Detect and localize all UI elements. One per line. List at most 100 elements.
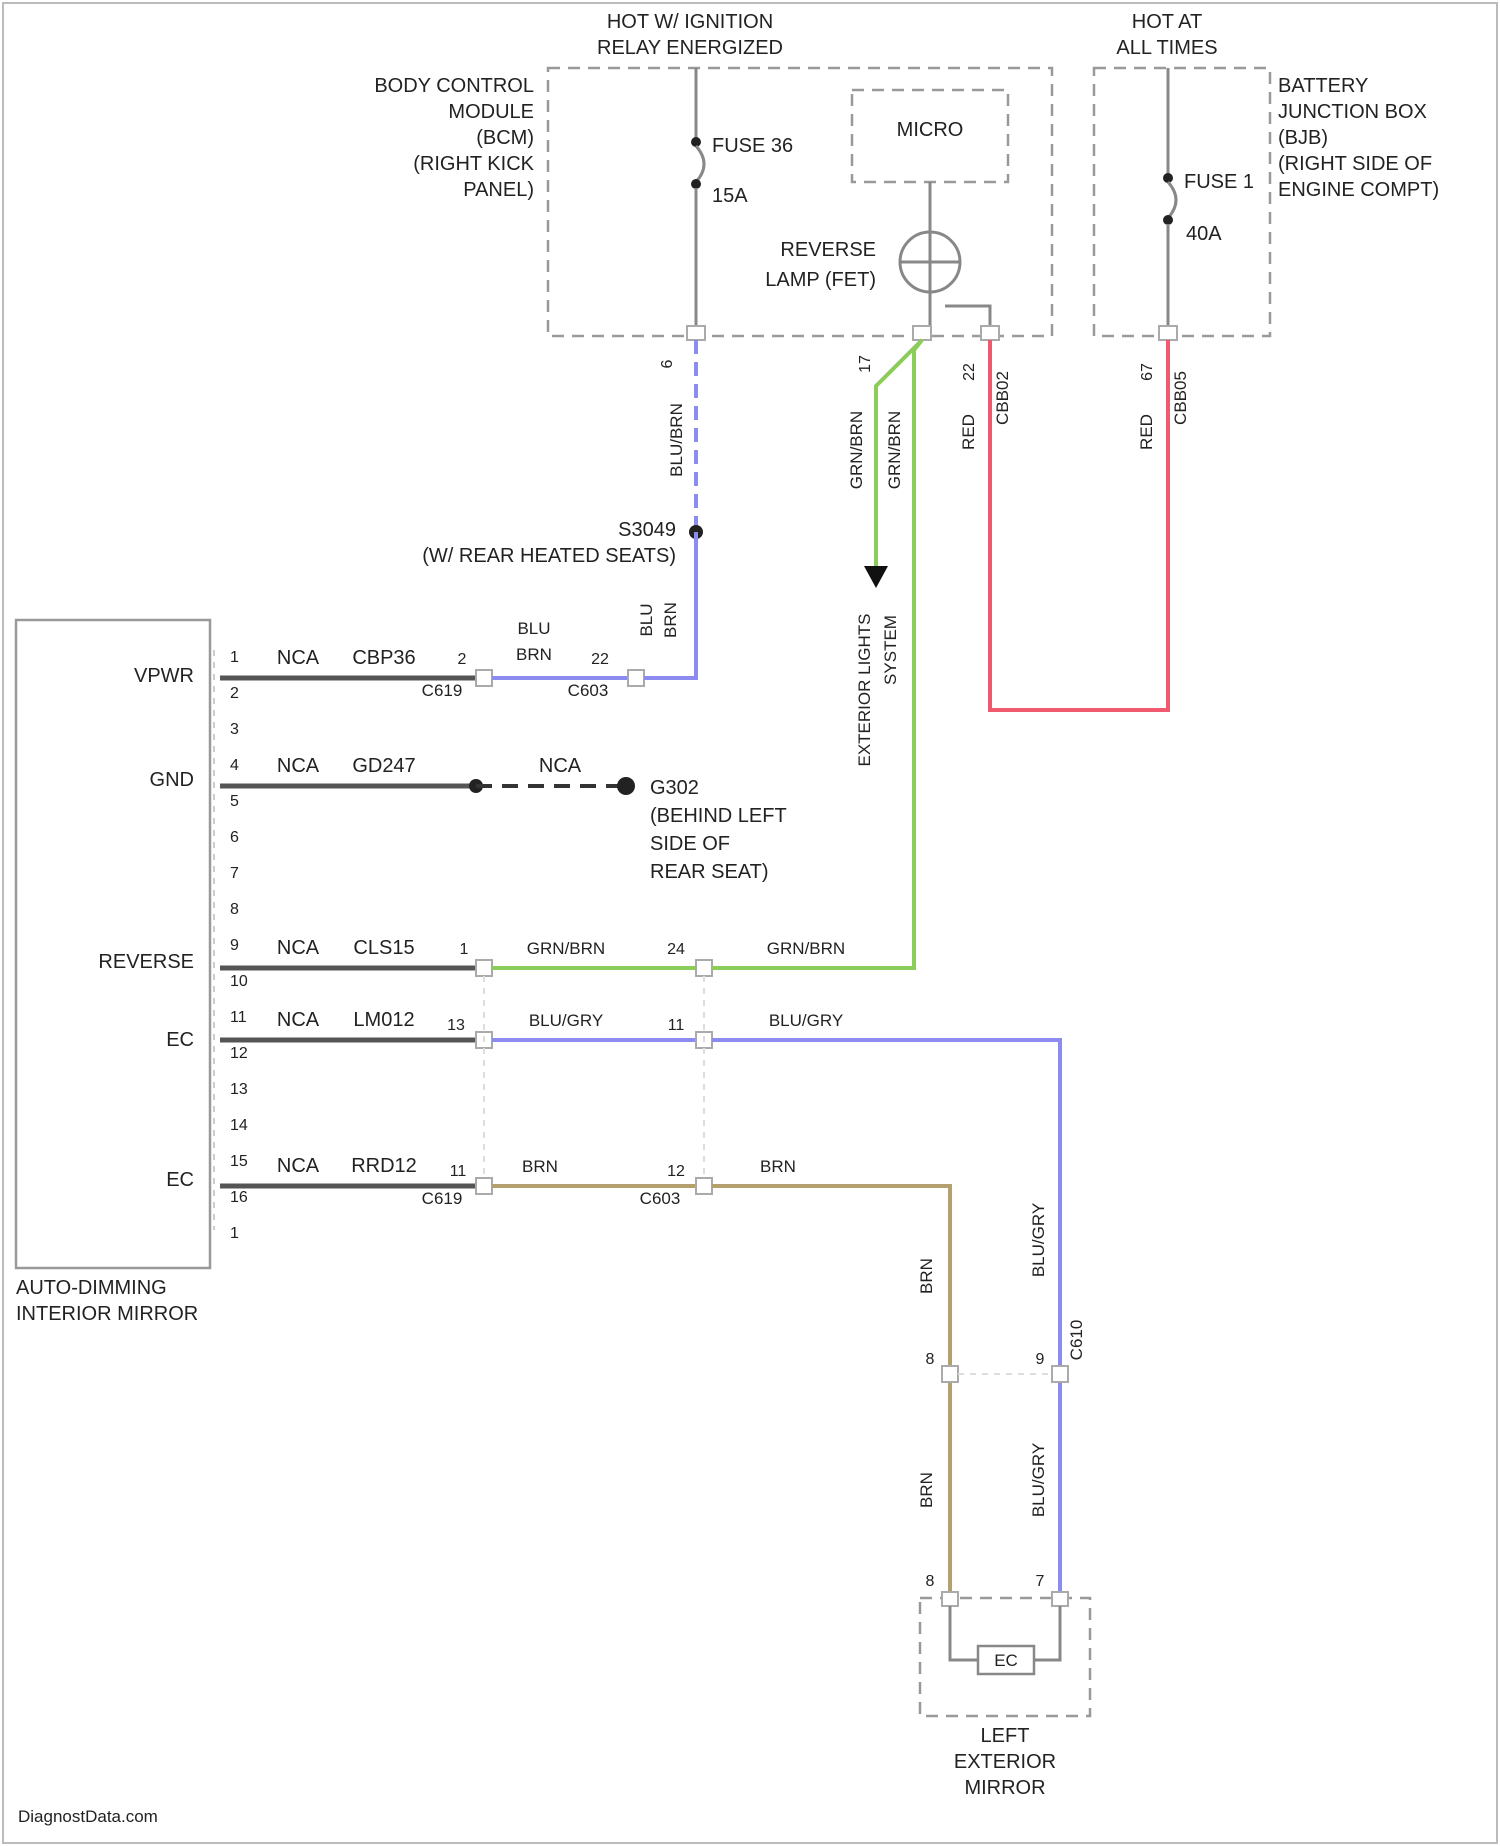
lower-brn-a-label: BRN <box>917 1258 936 1294</box>
lem-pin-8 <box>942 1592 958 1606</box>
diagram-frame <box>3 3 1497 1843</box>
c619-pin-11 <box>476 1178 492 1194</box>
lower-blu-gry-b-label: BLU/GRY <box>1029 1443 1048 1517</box>
fuse36-term-bot <box>691 179 701 189</box>
gnd-circuit-label: GD247 <box>352 755 415 777</box>
ec1-circuit-label: LM012 <box>353 1009 414 1031</box>
mirror-name-1: AUTO-DIMMING <box>16 1277 167 1299</box>
ec2-circuit-label: RRD12 <box>351 1155 417 1177</box>
reverse-wire-1: GRN/BRN <box>527 939 605 958</box>
bcm-label-3: (BCM) <box>476 127 534 149</box>
mirror-pin-number: 12 <box>230 1045 248 1062</box>
lower-brn-b-label: BRN <box>917 1472 936 1508</box>
fet-label-1: REVERSE <box>780 239 876 261</box>
c603-label-a: C603 <box>568 681 609 700</box>
fuse1-term-top <box>1163 173 1173 183</box>
mirror-pin-number: 1 <box>230 649 239 666</box>
mirror-pin-number: 11 <box>230 1009 247 1026</box>
mirror-pin-number: 2 <box>230 685 239 702</box>
fuse1-label: FUSE 1 <box>1184 171 1254 193</box>
bcm-label-4: (RIGHT KICK <box>413 153 534 175</box>
pin67-label: 67 <box>1139 363 1156 381</box>
vpwr-wire-1: BLU <box>517 619 550 638</box>
c603-pin-24 <box>696 960 712 976</box>
grn-brn-b-label: GRN/BRN <box>885 411 904 489</box>
mirror-pin-number: 15 <box>230 1153 248 1170</box>
reverse-nca-label: NCA <box>277 937 320 959</box>
mirror-vpwr-label: VPWR <box>134 665 194 687</box>
ext-lights-arrow <box>864 566 888 588</box>
mirror-pin-number: 5 <box>230 793 239 810</box>
hot-ign-label-2: RELAY ENERGIZED <box>597 37 783 59</box>
c619-pin-1-label: 1 <box>460 941 469 958</box>
lem-pin-7-label: 7 <box>1036 1573 1045 1590</box>
fuse36-label: FUSE 36 <box>712 135 793 157</box>
watermark: DiagnostData.com <box>18 1807 158 1826</box>
bjb-label-1: BATTERY <box>1278 75 1368 97</box>
vpwr-circuit-label: CBP36 <box>352 647 415 669</box>
bjb-box <box>1094 68 1270 336</box>
blu-brn-vert-label: BLU/BRN <box>667 403 686 477</box>
mirror-reverse-label: REVERSE <box>98 951 194 973</box>
mirror-pin-number: 9 <box>230 937 239 954</box>
bcm-pin-22-conn <box>981 326 999 340</box>
c603-pin-22 <box>628 670 644 686</box>
c619-pin-2-label: 2 <box>458 651 467 668</box>
fuse36-element <box>696 146 704 182</box>
bjb-label-2: JUNCTION BOX <box>1278 101 1427 123</box>
mirror-ec1-label: EC <box>166 1029 194 1051</box>
left-mirror-label-1: LEFT <box>981 1725 1030 1747</box>
c603-label-b: C603 <box>640 1189 681 1208</box>
c619-label-a: C619 <box>422 681 463 700</box>
fuse1-rating: 40A <box>1186 223 1222 245</box>
micro-label: MICRO <box>897 119 964 141</box>
c619-pin-2 <box>476 670 492 686</box>
mirror-ec2-label: EC <box>166 1169 194 1191</box>
bjb-label-4: (RIGHT SIDE OF <box>1278 153 1432 175</box>
mirror-pin-number: 7 <box>230 865 239 882</box>
bcm-label-5: PANEL) <box>463 179 534 201</box>
lower-blu-gry-a-label: BLU/GRY <box>1029 1203 1048 1277</box>
lem-pin-7 <box>1052 1592 1068 1606</box>
gnd-nca-label: NCA <box>277 755 320 777</box>
wire-ec2-brn-2 <box>712 1186 950 1596</box>
c603-pin-22-label: 22 <box>591 651 609 668</box>
c619-pin-1 <box>476 960 492 976</box>
bjb-label-3: (BJB) <box>1278 127 1328 149</box>
mirror-pin-number: 6 <box>230 829 239 846</box>
ec1-wire-2: BLU/GRY <box>769 1011 843 1030</box>
mirror-pin-number: 8 <box>230 901 239 918</box>
red-a-label: RED <box>959 414 978 450</box>
c610-pin-9-label: 9 <box>1036 1351 1045 1368</box>
pin6-label: 6 <box>659 359 676 368</box>
c610-label: C610 <box>1067 1320 1086 1361</box>
blu-brn-side-1: BLU <box>637 603 656 636</box>
mirror-pin-number: 3 <box>230 721 239 738</box>
vpwr-nca-label: NCA <box>277 647 320 669</box>
bcm-pin-17-conn <box>913 326 931 340</box>
ec1-nca-label: NCA <box>277 1009 320 1031</box>
ec2-wire-1: BRN <box>522 1157 558 1176</box>
cbb02-label: CBB02 <box>993 371 1012 425</box>
bcm-box <box>548 68 1052 336</box>
c610-pin-8-label: 8 <box>926 1351 935 1368</box>
vpwr-wire-2: BRN <box>516 645 552 664</box>
c603-pin-12-label: 12 <box>667 1163 685 1180</box>
bjb-label-5: ENGINE COMPT) <box>1278 179 1439 201</box>
mirror-gnd-label: GND <box>150 769 194 791</box>
wire-red-loop <box>990 340 1168 710</box>
ground-label-2: (BEHIND LEFT <box>650 805 787 827</box>
c603-pin-24-label: 24 <box>667 941 685 958</box>
c610-pin-9 <box>1052 1366 1068 1382</box>
fet-label-2: LAMP (FET) <box>765 269 876 291</box>
left-mirror-label-2: EXTERIOR <box>954 1751 1056 1773</box>
mirror-pin-number: 13 <box>230 1081 248 1098</box>
reverse-wire-2: GRN/BRN <box>767 939 845 958</box>
c610-pin-8 <box>942 1366 958 1382</box>
lem-wire-left <box>950 1606 978 1660</box>
fuse36-term-top <box>691 137 701 147</box>
c603-pin-12 <box>696 1178 712 1194</box>
wire-vpwr-blu-brn-2 <box>644 676 696 678</box>
splice-note-label: (W/ REAR HEATED SEATS) <box>422 545 676 567</box>
